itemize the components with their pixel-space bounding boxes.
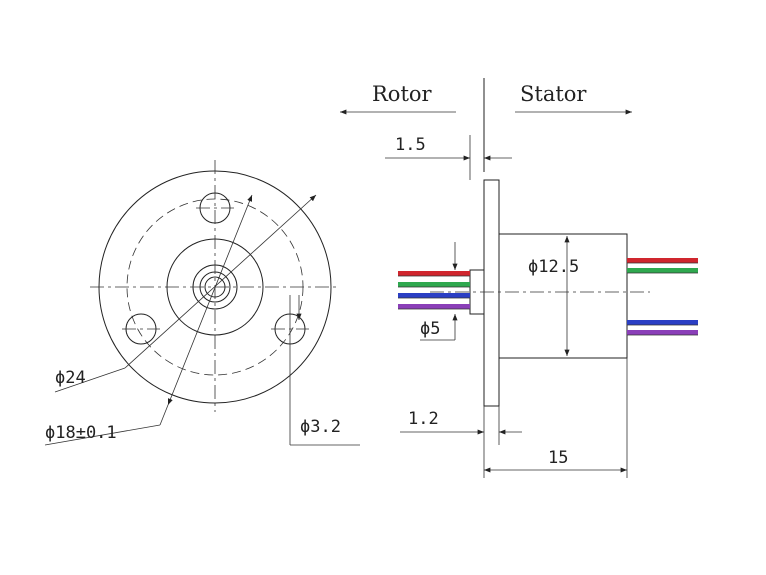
- stator-wires: [627, 258, 698, 336]
- rotor-wires: [398, 271, 470, 310]
- label-dim-1-5: 1.5: [395, 135, 426, 155]
- label-dia-18: ϕ18±0.1: [45, 423, 117, 443]
- label-stator: Stator: [520, 82, 587, 106]
- dia-24-leader: [124, 194, 317, 369]
- dia-18-leader: [167, 194, 253, 406]
- label-dim-15: 15: [548, 448, 568, 468]
- flange-plate: [483, 179, 500, 407]
- side-view: [340, 78, 698, 478]
- label-rotor: Rotor: [372, 82, 433, 106]
- label-dia-5: ϕ5: [420, 319, 440, 339]
- label-dia-24: ϕ24: [55, 368, 86, 388]
- front-view: [44, 160, 360, 446]
- label-dia-3-2: ϕ3.2: [300, 417, 341, 437]
- label-dia-12-5: ϕ12.5: [528, 257, 579, 277]
- label-dim-1-2: 1.2: [408, 409, 439, 429]
- stator-body: [498, 233, 628, 359]
